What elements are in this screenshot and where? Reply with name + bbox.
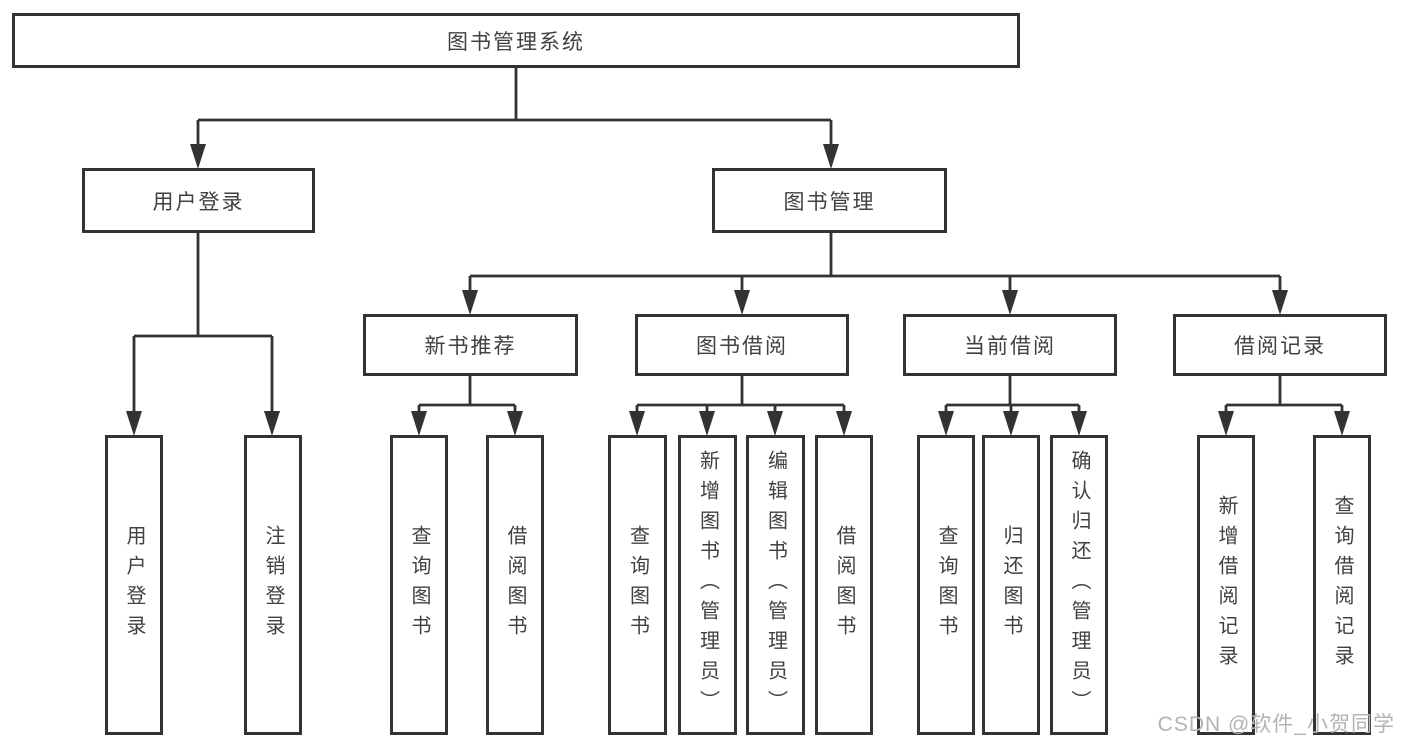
leaf-logout: 注销登录	[244, 435, 302, 735]
leaf-label: 查询图书	[626, 525, 649, 645]
leaf-label: 查询借阅记录	[1331, 495, 1353, 675]
node-label: 图书管理系统	[447, 30, 585, 54]
leaf-label: 借阅图书	[833, 525, 855, 645]
leaf-label: 归还图书	[1000, 525, 1022, 645]
node-label: 借阅记录	[1234, 335, 1326, 358]
node-current-borrowing: 当前借阅	[903, 314, 1117, 376]
leaf-label: 借阅图书	[504, 525, 526, 645]
leaf-add-books-admin: 新增图书（管理员）	[678, 435, 737, 735]
leaf-query-books-current: 查询图书	[917, 435, 975, 735]
leaf-borrow-books: 借阅图书	[815, 435, 873, 735]
leaf-query-books-borrowing: 查询图书	[608, 435, 667, 735]
leaf-label: 注销登录	[262, 525, 284, 645]
node-new-book-recommendation: 新书推荐	[363, 314, 578, 376]
node-label: 图书管理	[783, 190, 876, 214]
leaf-label: 编辑图书（管理员）	[764, 450, 787, 720]
leaf-label: 用户登录	[123, 525, 145, 645]
node-user-login: 用户登录	[82, 168, 315, 233]
csdn-watermark: CSDN @软件_小贺同学	[1157, 713, 1395, 736]
leaf-label: 查询图书	[935, 525, 957, 645]
leaf-query-borrow-record: 查询借阅记录	[1313, 435, 1371, 735]
leaf-label: 查询图书	[408, 525, 430, 645]
leaf-label: 新增借阅记录	[1215, 495, 1237, 675]
leaf-label: 确认归还（管理员）	[1068, 450, 1090, 720]
leaf-query-books-recommend: 查询图书	[390, 435, 448, 735]
leaf-borrow-books-recommend: 借阅图书	[486, 435, 544, 735]
leaf-user-login: 用户登录	[105, 435, 163, 735]
node-borrowing-records: 借阅记录	[1173, 314, 1387, 376]
node-book-management: 图书管理	[712, 168, 947, 233]
node-label: 新书推荐	[424, 335, 517, 358]
leaf-label: 新增图书（管理员）	[696, 450, 719, 720]
arrowheads	[126, 144, 1350, 436]
leaf-confirm-return-admin: 确认归还（管理员）	[1050, 435, 1108, 735]
node-library-management-system: 图书管理系统	[12, 13, 1020, 68]
leaf-return-books: 归还图书	[982, 435, 1040, 735]
node-label: 用户登录	[152, 190, 245, 214]
leaf-edit-books-admin: 编辑图书（管理员）	[746, 435, 805, 735]
node-label: 图书借阅	[696, 335, 788, 358]
node-label: 当前借阅	[964, 335, 1056, 358]
node-book-borrowing: 图书借阅	[635, 314, 849, 376]
leaf-add-borrow-record: 新增借阅记录	[1197, 435, 1255, 735]
